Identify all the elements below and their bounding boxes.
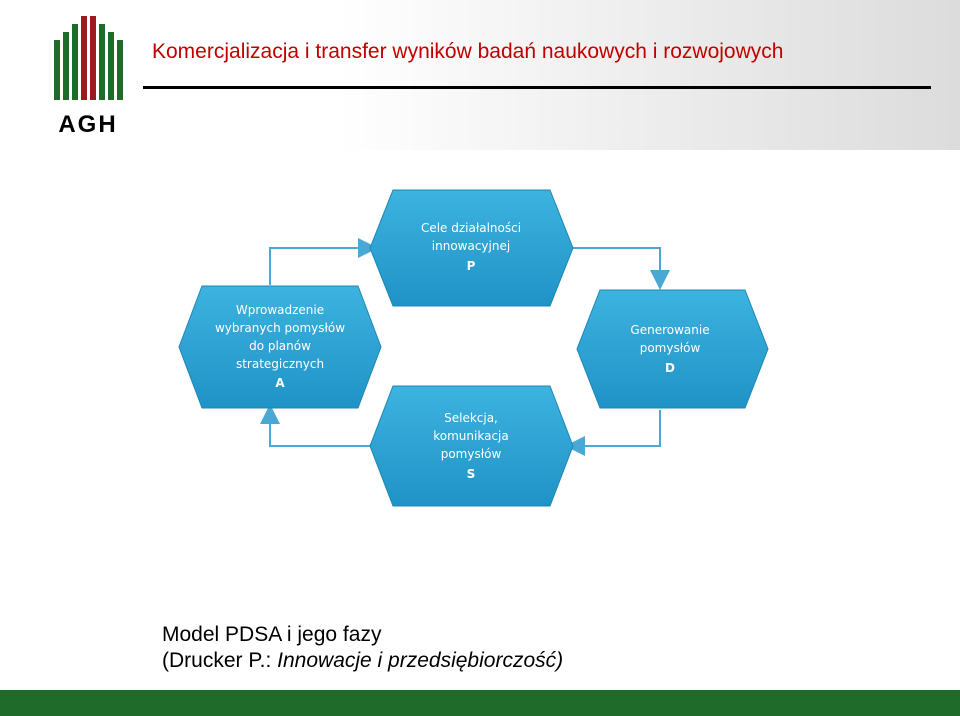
page-title: Komercjalizacja i transfer wyników badań… bbox=[152, 40, 784, 63]
logo-bar bbox=[117, 40, 123, 100]
hexagon-a: Wprowadzenie wybranych pomysłów do planó… bbox=[178, 285, 382, 409]
hexagon-a-letter: A bbox=[275, 376, 285, 390]
logo-bar bbox=[99, 24, 105, 100]
hexagon-p: Cele działalności innowacyjnej P bbox=[369, 189, 574, 307]
logo-bar bbox=[108, 32, 114, 100]
pdsa-diagram: Cele działalności innowacyjnej P Generow… bbox=[178, 189, 769, 507]
arrow-p-to-d bbox=[573, 247, 670, 290]
hexagon-p-line: Cele działalności bbox=[421, 221, 521, 235]
hexagon-d-letter: D bbox=[665, 361, 675, 375]
arrow-a-to-p bbox=[269, 238, 378, 285]
caption: Model PDSA i jego fazy (Drucker P.: Inno… bbox=[162, 622, 563, 674]
hexagon-a-line: wybranych pomysłów bbox=[215, 321, 345, 335]
hexagon-s-line: Selekcja, bbox=[444, 411, 498, 425]
hexagon-a-line: strategicznych bbox=[236, 357, 324, 371]
caption-line-1: Model PDSA i jego fazy bbox=[162, 623, 382, 646]
hexagon-d-line: Generowanie bbox=[630, 323, 709, 337]
caption-line-2: (Drucker P.: Innowacje i przedsiębiorczo… bbox=[162, 648, 563, 674]
logo-text: AGH bbox=[58, 111, 117, 136]
arrow-d-to-s bbox=[565, 410, 661, 456]
logo-bar bbox=[81, 16, 87, 100]
caption-citation-prefix: (Drucker P.: bbox=[162, 649, 278, 672]
arrow-s-to-a bbox=[260, 404, 370, 447]
hexagon-a-line: do planów bbox=[249, 339, 311, 353]
hexagon-a-line: Wprowadzenie bbox=[236, 303, 324, 317]
logo-bar bbox=[72, 24, 78, 100]
hexagon-p-line: innowacyjnej bbox=[432, 239, 510, 253]
logo-bar bbox=[63, 32, 69, 100]
footer-bar bbox=[0, 690, 960, 716]
hexagon-d-line: pomysłów bbox=[640, 341, 701, 355]
header-band: AGH Komercjalizacja i transfer wyników b… bbox=[0, 0, 960, 150]
logo-bar bbox=[90, 16, 96, 100]
hexagon-s-line: komunikacja bbox=[433, 429, 508, 443]
hexagon-d: Generowanie pomysłów D bbox=[576, 289, 769, 409]
title-underline bbox=[143, 86, 931, 89]
hexagon-p-letter: P bbox=[467, 259, 476, 273]
hexagon-s-letter: S bbox=[467, 467, 476, 481]
caption-citation-title: Innowacje i przedsiębiorczość) bbox=[277, 649, 564, 672]
agh-logo: AGH bbox=[54, 16, 123, 136]
hexagon-s-line: pomysłów bbox=[441, 447, 502, 461]
logo-bar bbox=[54, 40, 60, 100]
hexagon-s: Selekcja, komunikacja pomysłów S bbox=[369, 385, 574, 507]
